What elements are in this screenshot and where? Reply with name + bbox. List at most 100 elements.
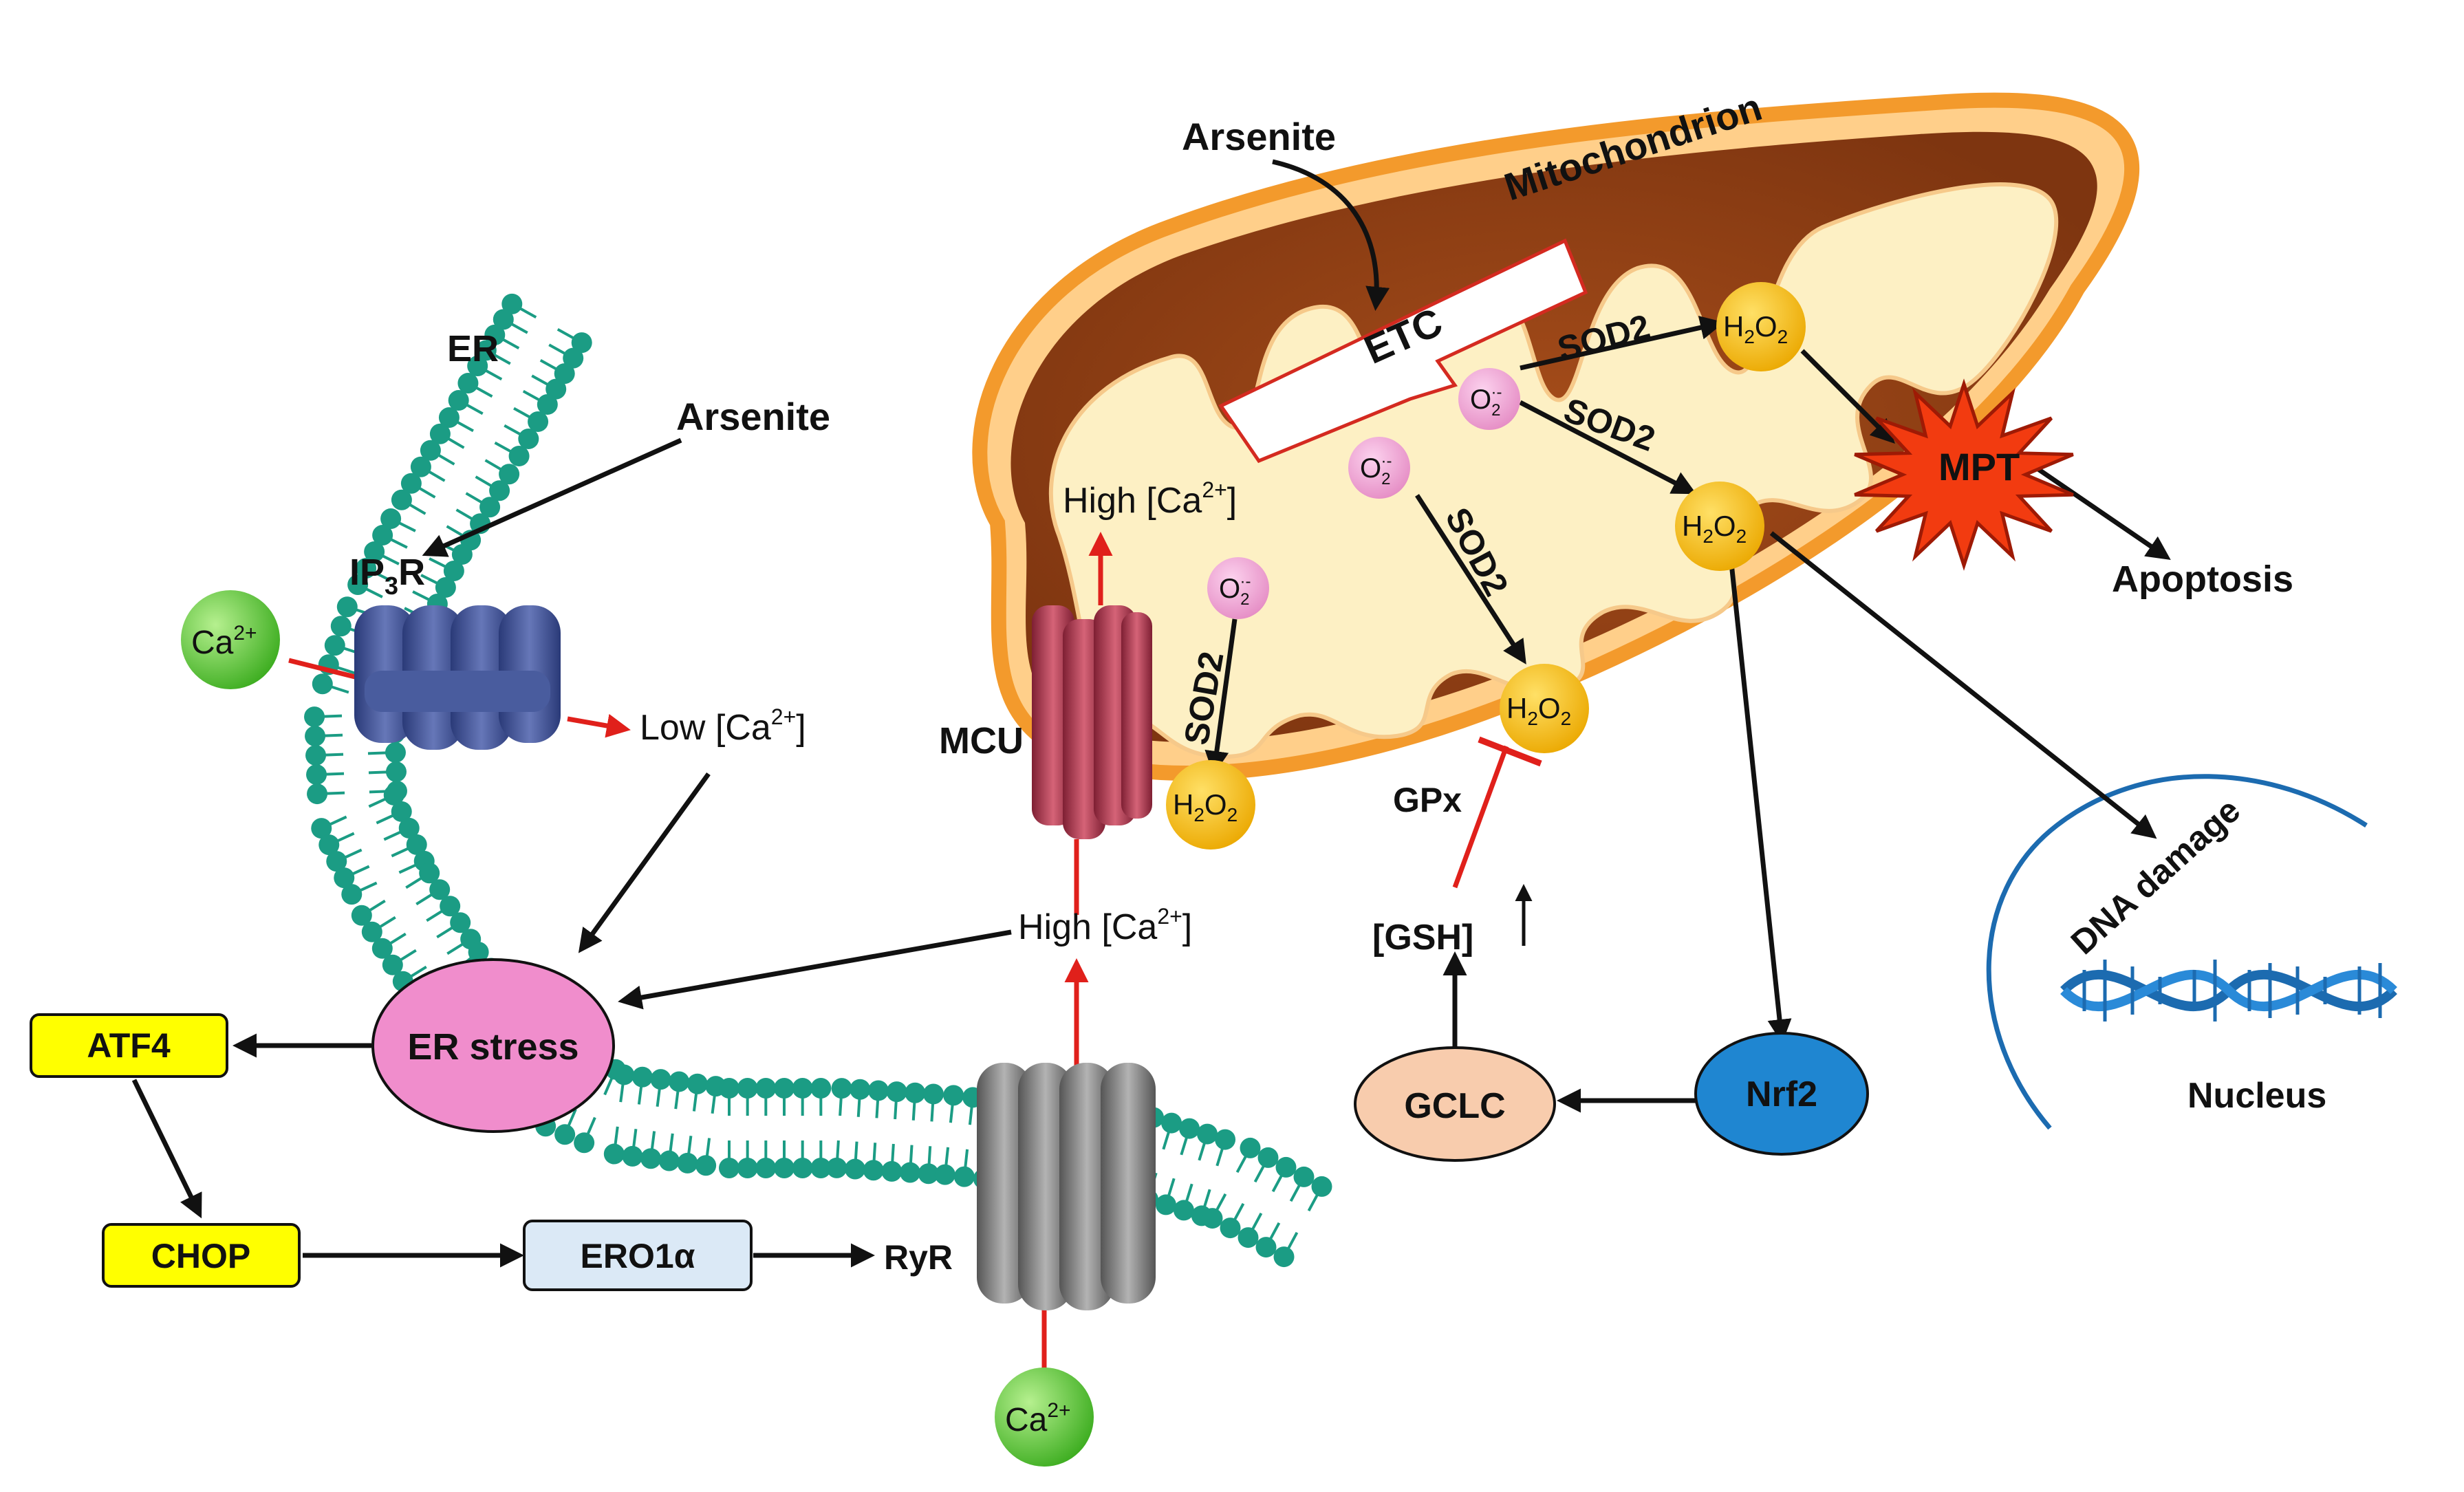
- h2o2-molecule: H2O2: [1500, 664, 1589, 753]
- h2o2-molecule: H2O2: [1675, 482, 1764, 571]
- lipid-bead-pair: [410, 456, 501, 518]
- lipid-bead-pair: [1202, 1137, 1261, 1229]
- gclc-label: GCLC: [1404, 1086, 1505, 1126]
- nrf2-label: Nrf2: [1746, 1074, 1817, 1114]
- lipid-bead-pair: [438, 407, 530, 466]
- ca-ion-label: Ca: [1005, 1402, 1048, 1438]
- lipid-bead-pair: [918, 1083, 944, 1185]
- superoxide-molecule: O2·-: [1348, 437, 1410, 499]
- nucleus-label: Nucleus: [2187, 1076, 2326, 1116]
- ero1a-label: ERO1α: [581, 1237, 695, 1275]
- nrf2-node: Nrf2: [1694, 1032, 1869, 1156]
- superoxide-molecule: O2·-: [1458, 368, 1520, 430]
- high-ca-cyto-charge: 2+: [1157, 904, 1182, 929]
- lipid-bead-pair: [1238, 1156, 1297, 1248]
- lipid-bead-pair: [484, 324, 575, 385]
- lipid-bead-pair: [810, 1078, 832, 1178]
- lipid-bead-pair: [900, 1082, 926, 1183]
- lipid-bead-pair: [677, 1073, 708, 1174]
- ca-ion-charge: 2+: [1047, 1399, 1070, 1422]
- superoxide-molecule: O2·-: [1207, 557, 1269, 619]
- lipid-bead-pair: [501, 293, 592, 354]
- arsenite-er-label: Arsenite: [676, 395, 830, 438]
- svg-text:O2·-: O2·-: [1360, 452, 1392, 488]
- h2o2-molecule: H2O2: [1716, 282, 1806, 371]
- lipid-bead-pair: [420, 440, 510, 501]
- lipid-bead-pair: [371, 896, 461, 959]
- lipid-bead-pair: [400, 473, 491, 534]
- lipid-bead-pair: [467, 356, 558, 415]
- ca-ion-er: Ca2+: [181, 590, 280, 689]
- lipid-bead-pair: [1273, 1176, 1332, 1268]
- gsh-label: [GSH]: [1372, 918, 1473, 958]
- apoptosis-label: Apoptosis: [2112, 559, 2293, 600]
- lipid-bead-pair: [719, 1078, 739, 1178]
- lipid-bead-pair: [334, 834, 427, 889]
- ero1a-node: ERO1α: [523, 1220, 753, 1291]
- svg-text:O2·-: O2·-: [1470, 383, 1502, 420]
- arsenite-mito-label: Arsenite: [1182, 115, 1336, 158]
- ip3r-label-end: R: [398, 552, 425, 593]
- mpt-label: MPT: [1938, 445, 2020, 488]
- svg-text:H2O2: H2O2: [1506, 692, 1571, 729]
- high-ca-mito-charge: 2+: [1202, 477, 1226, 502]
- lipid-bead-pair: [845, 1079, 871, 1180]
- superoxide-molecules: O2·- O2·- O2·-: [1207, 368, 1520, 619]
- svg-text:Ca2+: Ca2+: [1005, 1399, 1071, 1438]
- lipid-bead-pair: [774, 1078, 795, 1178]
- lipid-bead-pair: [457, 373, 549, 432]
- lipid-bead-pair: [382, 912, 471, 975]
- er-stress-label: ER stress: [407, 1026, 579, 1068]
- svg-text:H2O2: H2O2: [1173, 788, 1238, 825]
- h2o2-molecule: H2O2: [1166, 760, 1255, 850]
- low-ca-bracket: ]: [796, 708, 806, 748]
- svg-text:H2O2: H2O2: [1723, 310, 1788, 347]
- lipid-bead-pair: [361, 879, 451, 942]
- lipid-bead-pair: [364, 541, 456, 598]
- lipid-bead-pair: [1173, 1123, 1218, 1221]
- lipid-bead-pair: [881, 1081, 907, 1182]
- lipid-bead-pair: [1220, 1147, 1279, 1239]
- lipid-bead-pair: [429, 423, 520, 485]
- chop-label: CHOP: [151, 1237, 250, 1275]
- lipid-bead-pair: [493, 309, 584, 369]
- high-ca-mito-bracket: ]: [1227, 481, 1237, 521]
- chop-node: CHOP: [102, 1223, 301, 1288]
- lipid-bead-pair: [755, 1078, 777, 1178]
- lipid-bead-pair: [391, 489, 482, 551]
- nucleus: Nucleus DNA damage: [1986, 774, 2397, 1130]
- lipid-bead-pair: [306, 761, 407, 786]
- er-stress-node: ER stress: [371, 958, 615, 1133]
- lipid-bead-pair: [792, 1078, 813, 1178]
- lipid-bead-pair: [326, 817, 420, 872]
- ryr-label: RyR: [884, 1238, 953, 1277]
- ip3r-channel-icon: [354, 605, 561, 750]
- lipid-bead-pair: [1155, 1118, 1200, 1215]
- atf4-node: ATF4: [30, 1013, 228, 1078]
- gpx-label: GPx: [1393, 781, 1462, 819]
- arrows: [131, 159, 2171, 1376]
- dna-helix-icon: [2060, 960, 2397, 1021]
- lipid-bead-pair: [341, 850, 435, 905]
- lipid-bead-pair: [311, 784, 404, 839]
- svg-text:Ca2+: Ca2+: [191, 622, 257, 661]
- low-ca-charge: 2+: [771, 704, 796, 729]
- high-ca-cyto-label: High [Ca2+]: [1018, 904, 1192, 947]
- lipid-bead-pair: [658, 1071, 690, 1171]
- low-ca-label: Low [Ca2+]: [640, 704, 806, 748]
- dna-damage-label: DNA damage: [2064, 791, 2247, 962]
- mpt-burst-icon: MPT: [1854, 378, 2074, 571]
- ip3r-label-main: IP: [349, 552, 385, 593]
- er-label: ER: [447, 328, 499, 369]
- lipid-bead-pair: [475, 340, 567, 400]
- lipid-bead-pair: [863, 1080, 889, 1181]
- lipid-bead-pair: [622, 1066, 653, 1167]
- ca-ion-cytosol: Ca2+: [995, 1367, 1094, 1467]
- gclc-node: GCLC: [1354, 1046, 1556, 1162]
- lipid-bead-pair: [318, 801, 412, 856]
- lipid-bead-pair: [737, 1078, 758, 1178]
- mcu-channel-icon: [1032, 605, 1152, 839]
